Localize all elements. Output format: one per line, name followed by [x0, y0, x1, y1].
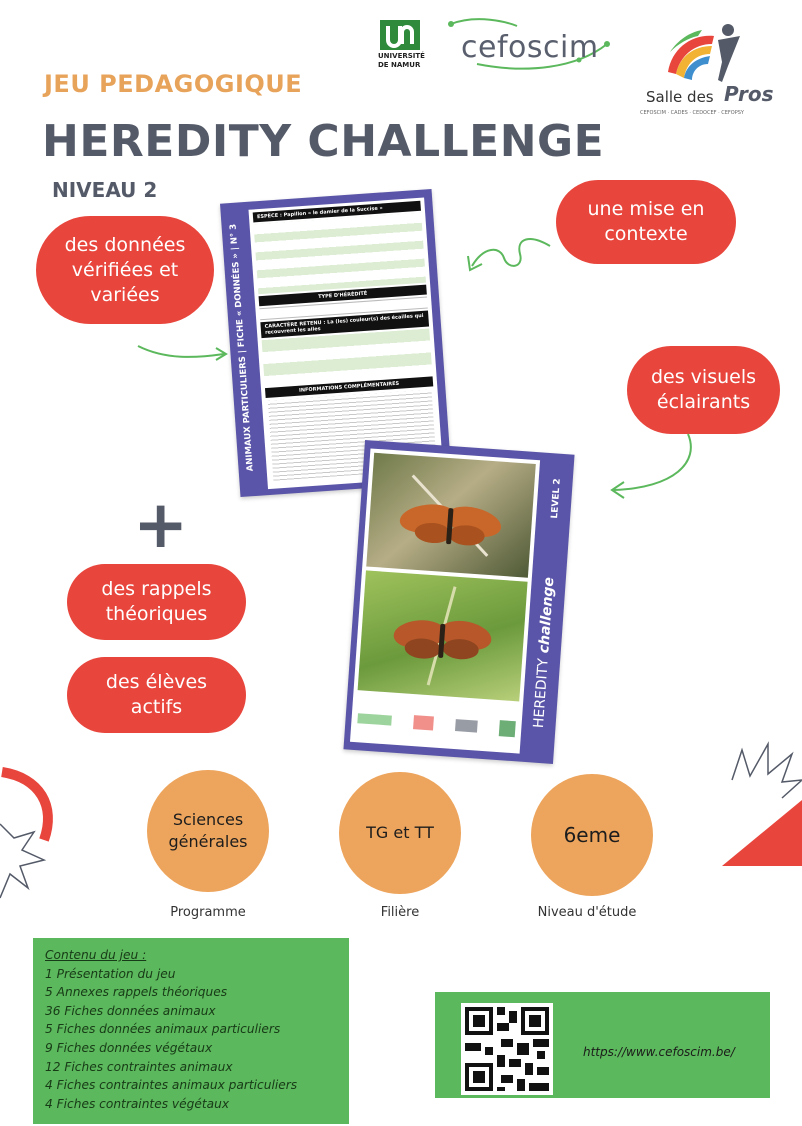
- qr-code-icon: [465, 1007, 549, 1091]
- label-niveau: Niveau d'étude: [537, 905, 637, 920]
- contents-item: 4 Fiches contraintes animaux particulier…: [45, 1078, 298, 1093]
- salle-des-pros-emblem-icon: [668, 24, 740, 82]
- starburst-left-decoration: [0, 823, 47, 899]
- photo-card-title-2: challenge: [536, 576, 558, 654]
- cefoscim-swoosh-icon: [448, 18, 610, 70]
- mini-logo-4: [498, 720, 516, 738]
- arrow-right-icon: [137, 345, 228, 361]
- photo-card-logos: [357, 704, 517, 743]
- contents-item: 1 Présentation du jeu: [45, 966, 176, 981]
- contents-box: Contenu du jeu : 1 Présentation du jeu 5…: [33, 938, 349, 1124]
- contents-item: 36 Fiches données animaux: [45, 1003, 216, 1018]
- photo-card-title: HEREDITY: [530, 657, 552, 729]
- red-triangle-decoration: [722, 800, 802, 866]
- unamur-mark-icon: [380, 20, 420, 50]
- mini-logo-3: [454, 719, 478, 733]
- circle-programme: Sciences générales: [147, 770, 269, 892]
- contents-item: 4 Fiches contraintes végétaux: [45, 1096, 230, 1111]
- mini-logo-2: [413, 715, 434, 731]
- pill-rappels-text: des rappels théoriques: [101, 578, 212, 625]
- curly-arrow-icon: [467, 238, 551, 272]
- salle-des-text: Salle des: [646, 88, 714, 106]
- starburst-right-decoration: [731, 741, 802, 799]
- unamur-line2: DE NAMUR: [378, 61, 421, 69]
- salle-des-pros-logo: Salle des Pros CEFOSCIM · CADES · CEDOCE…: [640, 22, 774, 122]
- label-filiere: Filière: [380, 905, 420, 920]
- contents-item: 12 Fiches contraintes animaux: [45, 1059, 233, 1074]
- circle-niveau-text: 6eme: [563, 823, 621, 847]
- salle-des-pros-subtitle: CEFOSCIM · CADES · CEDOCEF · CEFOPSY: [640, 110, 744, 116]
- qr-code[interactable]: [461, 1003, 553, 1095]
- photo-card-level: LEVEL 2: [550, 478, 563, 519]
- circle-programme-text: Sciences générales: [168, 810, 248, 851]
- pill-visuels-text: des visuels éclairants: [650, 366, 757, 413]
- pill-visuels: des visuels éclairants: [627, 346, 780, 434]
- cefoscim-wordmark: cefoscim: [461, 30, 599, 65]
- pill-contexte-text: une mise en contexte: [587, 198, 705, 245]
- mini-logo-1: [357, 713, 392, 726]
- plus-sign: +: [133, 486, 189, 563]
- pill-eleves-text: des élèves actifs: [105, 671, 208, 718]
- photo-card-title-wrap: HEREDITY challenge: [528, 572, 558, 733]
- contents-item: 9 Fiches données végétaux: [45, 1040, 213, 1055]
- circle-niveau: 6eme: [531, 774, 653, 896]
- label-programme: Programme: [170, 905, 246, 920]
- curved-arrow-left-icon: [610, 433, 692, 499]
- level-text: NIVEAU 2: [52, 178, 158, 202]
- cefoscim-logo: cefoscim: [447, 16, 617, 76]
- kicker-text: JEU PEDAGOGIQUE: [44, 70, 303, 98]
- butterfly-icon: [399, 474, 502, 557]
- pros-text: Pros: [724, 82, 774, 106]
- pill-donnees-text: des données vérifiées et variées: [64, 233, 186, 306]
- butterfly-photo-top: [366, 452, 536, 578]
- website-url[interactable]: https://www.cefoscim.be/: [583, 1045, 735, 1059]
- circle-filiere-text: TG et TT: [366, 823, 434, 842]
- unamur-line1: UNIVERSITÉ: [378, 52, 425, 60]
- pill-donnees: des données vérifiées et variées: [36, 216, 214, 324]
- pill-contexte: une mise en contexte: [556, 180, 736, 264]
- contents-item: 5 Annexes rappels théoriques: [45, 985, 228, 1000]
- butterfly-photo-bottom: [357, 570, 528, 702]
- photo-card-body: [349, 448, 541, 754]
- butterfly-icon-2: [393, 586, 492, 686]
- contents-heading: Contenu du jeu :: [45, 948, 147, 962]
- red-arc-decoration: [1, 767, 53, 842]
- unamur-logo: UNIVERSITÉ DE NAMUR: [378, 20, 425, 74]
- datasheet-table-1: [253, 212, 427, 295]
- pill-eleves: des élèves actifs: [67, 657, 246, 733]
- pill-rappels: des rappels théoriques: [67, 564, 246, 640]
- circle-filiere: TG et TT: [339, 772, 461, 894]
- photo-card: LEVEL 2 HEREDITY challenge: [343, 440, 575, 764]
- contents-item: 5 Fiches données animaux particuliers: [45, 1022, 281, 1037]
- page-title: HEREDITY CHALLENGE: [42, 116, 605, 167]
